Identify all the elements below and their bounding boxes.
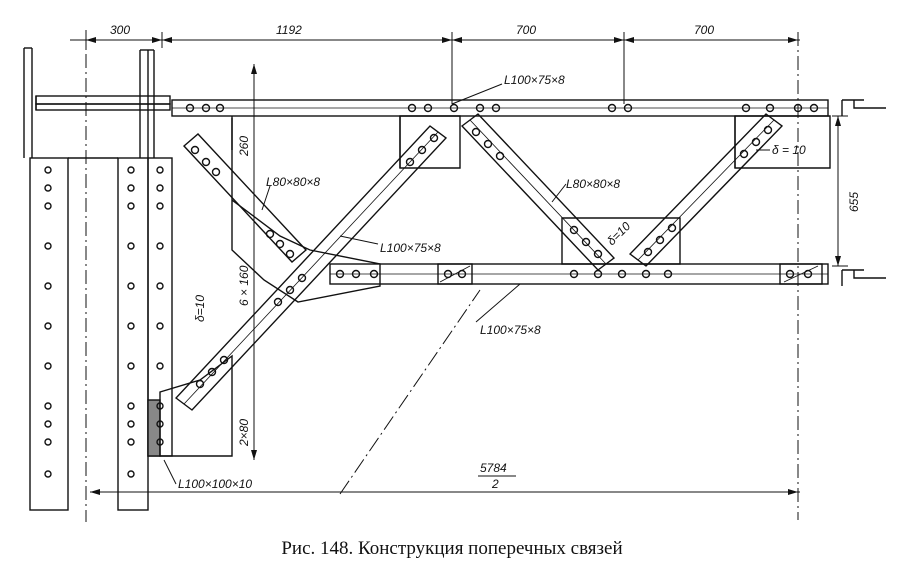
brace-right-up — [628, 113, 784, 267]
dim-top-300: 300 — [110, 23, 130, 37]
label-angle-long-brace: L100×75×8 — [380, 241, 441, 255]
label-angle-right-brace: L80×80×8 — [566, 177, 620, 191]
label-column-angle: L100×100×10 — [178, 477, 252, 491]
brace-long-diagonal — [174, 125, 448, 411]
dim-half-span-den: 2 — [491, 477, 499, 491]
label-bottom-pitch: 2×80 — [237, 419, 251, 447]
top-chord — [171, 99, 886, 286]
left-column-rivets — [44, 166, 164, 478]
label-top-gap: 260 — [237, 136, 251, 157]
figure-caption: Рис. 148. Конструкция поперечных связей — [281, 538, 623, 559]
label-delta-right: δ = 10 — [772, 143, 806, 157]
dim-top-700-b: 700 — [694, 23, 714, 37]
dim-top-700-a: 700 — [516, 23, 536, 37]
dim-top-1192: 1192 — [276, 23, 302, 37]
label-delta-gusset: δ=10 — [604, 219, 633, 248]
dim-655: 655 — [847, 192, 861, 212]
bottom-chord — [329, 263, 829, 285]
arrowheads — [86, 37, 841, 495]
label-bolt-pitch: 6 × 160 — [237, 265, 251, 306]
left-column — [23, 30, 173, 522]
label-angle-bottom: L100×75×8 — [480, 323, 541, 337]
label-angle-top: L100×75×8 — [504, 73, 565, 87]
label-angle-small-brace: L80×80×8 — [266, 175, 320, 189]
dim-half-span-num: 5784 — [480, 461, 507, 475]
gusset-plates — [159, 115, 831, 457]
label-delta-left: δ=10 — [193, 295, 207, 322]
bottom-chord-rivets — [335, 269, 813, 279]
brace-middle-down — [460, 113, 616, 271]
brace-small-left — [182, 133, 308, 263]
